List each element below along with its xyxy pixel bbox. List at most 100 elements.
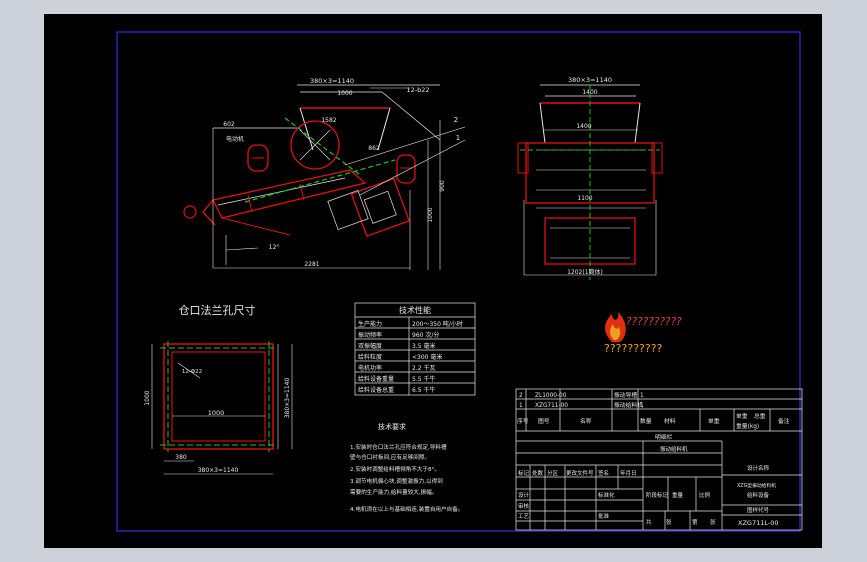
stage-label: 阶段标记	[646, 491, 669, 499]
callout-2: 2	[454, 116, 458, 124]
drawing-name: 振动给料机	[660, 445, 688, 453]
role-process: 工艺	[518, 513, 530, 520]
spec-value: 6.5 千牛	[412, 386, 435, 394]
parts-list: 2 ZL1000-00 振动导槽 1 1 XZG711-00 振动给料机 1 序…	[517, 391, 790, 441]
flame-logo	[605, 312, 626, 342]
company-line1: 设计名称	[747, 464, 770, 472]
page-unit: 张	[710, 518, 716, 526]
spec-label: 生产能力	[358, 320, 382, 328]
spec-value: 960 次/分	[412, 331, 439, 339]
note-line: 壁与仓口衬板间,应有足够间隙。	[350, 453, 430, 461]
spec-label: 振动频率	[358, 331, 382, 339]
part-code: ZL1000-00	[535, 393, 567, 399]
page-label: 第	[692, 518, 698, 526]
part-name: 振动给料机	[614, 401, 643, 409]
spec-label: 给料设备重量	[358, 375, 394, 383]
side-angle: 12°	[269, 244, 280, 251]
header-wt-unit: 重量(kg)	[736, 422, 759, 430]
notes-list: 1.安装时仓口法兰孔应符合规定,导料槽 壁与仓口衬板间,应有足够间隙。 2.安装…	[350, 443, 463, 513]
side-dim-1000: 1000	[337, 90, 352, 97]
spec-value: 200～350 吨/小时	[412, 320, 463, 328]
spec-value: 3.5 毫米	[412, 342, 435, 350]
header-no: 序号	[517, 417, 529, 425]
header-note: 备注	[778, 417, 790, 425]
flange-dim-bottom: 380×3=1140	[198, 467, 239, 474]
callout-1: 1	[456, 134, 460, 142]
side-view	[183, 84, 466, 270]
flange-dim-380: 380	[175, 454, 187, 461]
part-name: 振动导槽	[614, 391, 637, 399]
spec-value: <300 毫米	[412, 353, 442, 361]
side-dim-900: 900	[439, 180, 446, 192]
role-standard: 标准化	[598, 491, 615, 499]
side-dim-top: 380×3=1140	[310, 77, 354, 85]
rev-doc: 更改文件号	[566, 469, 594, 477]
spec-label: 给料粒度	[358, 353, 382, 361]
hazard-label: ??????????	[604, 342, 663, 355]
drawing-frame	[116, 31, 801, 532]
role-approve: 批准	[598, 512, 610, 520]
header-unit-wt: 单重	[708, 417, 720, 425]
drawing-no: XZG711L-00	[738, 519, 778, 527]
side-dim-2281: 2281	[304, 261, 319, 268]
sheets-label: 共	[646, 518, 652, 526]
part-no: 1	[519, 403, 523, 409]
flange-drawing	[151, 341, 293, 475]
flange-hole-label: 12-Φ22	[182, 369, 202, 375]
weight-label: 重量	[672, 491, 684, 499]
detail-label: 明细栏	[655, 433, 673, 441]
watermark-text: ??????????	[626, 316, 682, 328]
note-line: 需要的生产能力,给料量较大,振幅。	[350, 488, 437, 496]
note-line: 2.安装时调整给料槽倾角不大于8°。	[350, 465, 440, 473]
note-line: 4.电机须在以上与基础相连,装置自用户自备。	[350, 505, 463, 513]
company-line3: 给料设备	[747, 491, 770, 499]
spec-label: 双振幅度	[358, 342, 382, 350]
header-unit-wt2: 单重	[736, 412, 748, 420]
header-code: 图号	[538, 417, 550, 425]
part-no: 2	[519, 393, 523, 399]
side-dim-602: 602	[223, 121, 235, 128]
specs-rows: 生产能力 200～350 吨/小时 振动频率 960 次/分 双振幅度 3.5 …	[358, 320, 463, 394]
part-code: XZG711-00	[535, 403, 568, 409]
end-dim-1400-top: 1400	[582, 89, 597, 96]
note-line: 1.安装时仓口法兰孔应符合规定,导料槽	[350, 443, 447, 451]
end-dim-top: 380×3=1140	[568, 76, 612, 84]
header-qty: 数量	[640, 417, 652, 425]
flange-dim-left: 1000	[144, 390, 151, 405]
rev-sign: 签名	[598, 469, 609, 477]
company-line2: XZG型振动给料机	[737, 482, 776, 489]
header-total-wt: 总重	[754, 412, 766, 420]
rev-date: 年月日	[620, 469, 637, 477]
end-view	[517, 84, 663, 280]
title-block-text: 振动给料机 标记 处数 分区 更改文件号 签名 年月日 设计 标准化 审核 工艺…	[518, 445, 778, 527]
end-dim-bottom: 1202(1筒体)	[567, 268, 603, 276]
spec-value: 5.5 千牛	[412, 375, 435, 383]
side-dim-holes: 12-b22	[406, 86, 429, 94]
drawing-sheet	[44, 14, 822, 548]
part-qty: 1	[640, 393, 644, 399]
side-dim-1000v: 1000	[427, 207, 434, 222]
specs-title: 技术性能	[399, 305, 431, 315]
role-design: 设计	[518, 491, 530, 499]
notes-title: 技术要求	[378, 422, 406, 431]
side-dim-862: 862	[368, 145, 380, 152]
end-dim-1100: 1100	[577, 195, 592, 202]
motor-label: 电动机	[226, 135, 244, 143]
spec-value: 2.2 千瓦	[412, 364, 435, 372]
note-line: 3.调节电机偏心块,调整激振力,以得到	[350, 477, 443, 485]
drawing-no-label: 图样代号	[747, 506, 770, 514]
specs-table	[354, 302, 476, 396]
rev-mark: 标记	[518, 469, 530, 477]
flange-title: 仓口法兰孔尺寸	[179, 303, 256, 317]
sheet-label: 张	[666, 518, 672, 526]
spec-label: 给料设备总重	[358, 386, 394, 394]
scale-label: 比例	[699, 491, 711, 499]
side-dim-1582: 1582	[321, 117, 336, 124]
rev-zone: 分区	[547, 469, 559, 477]
title-block	[515, 388, 803, 531]
header-name: 名称	[580, 417, 592, 425]
role-check: 审核	[518, 502, 530, 510]
flange-dim-side: 380×3=1140	[284, 378, 291, 419]
part-qty: 1	[640, 403, 644, 409]
